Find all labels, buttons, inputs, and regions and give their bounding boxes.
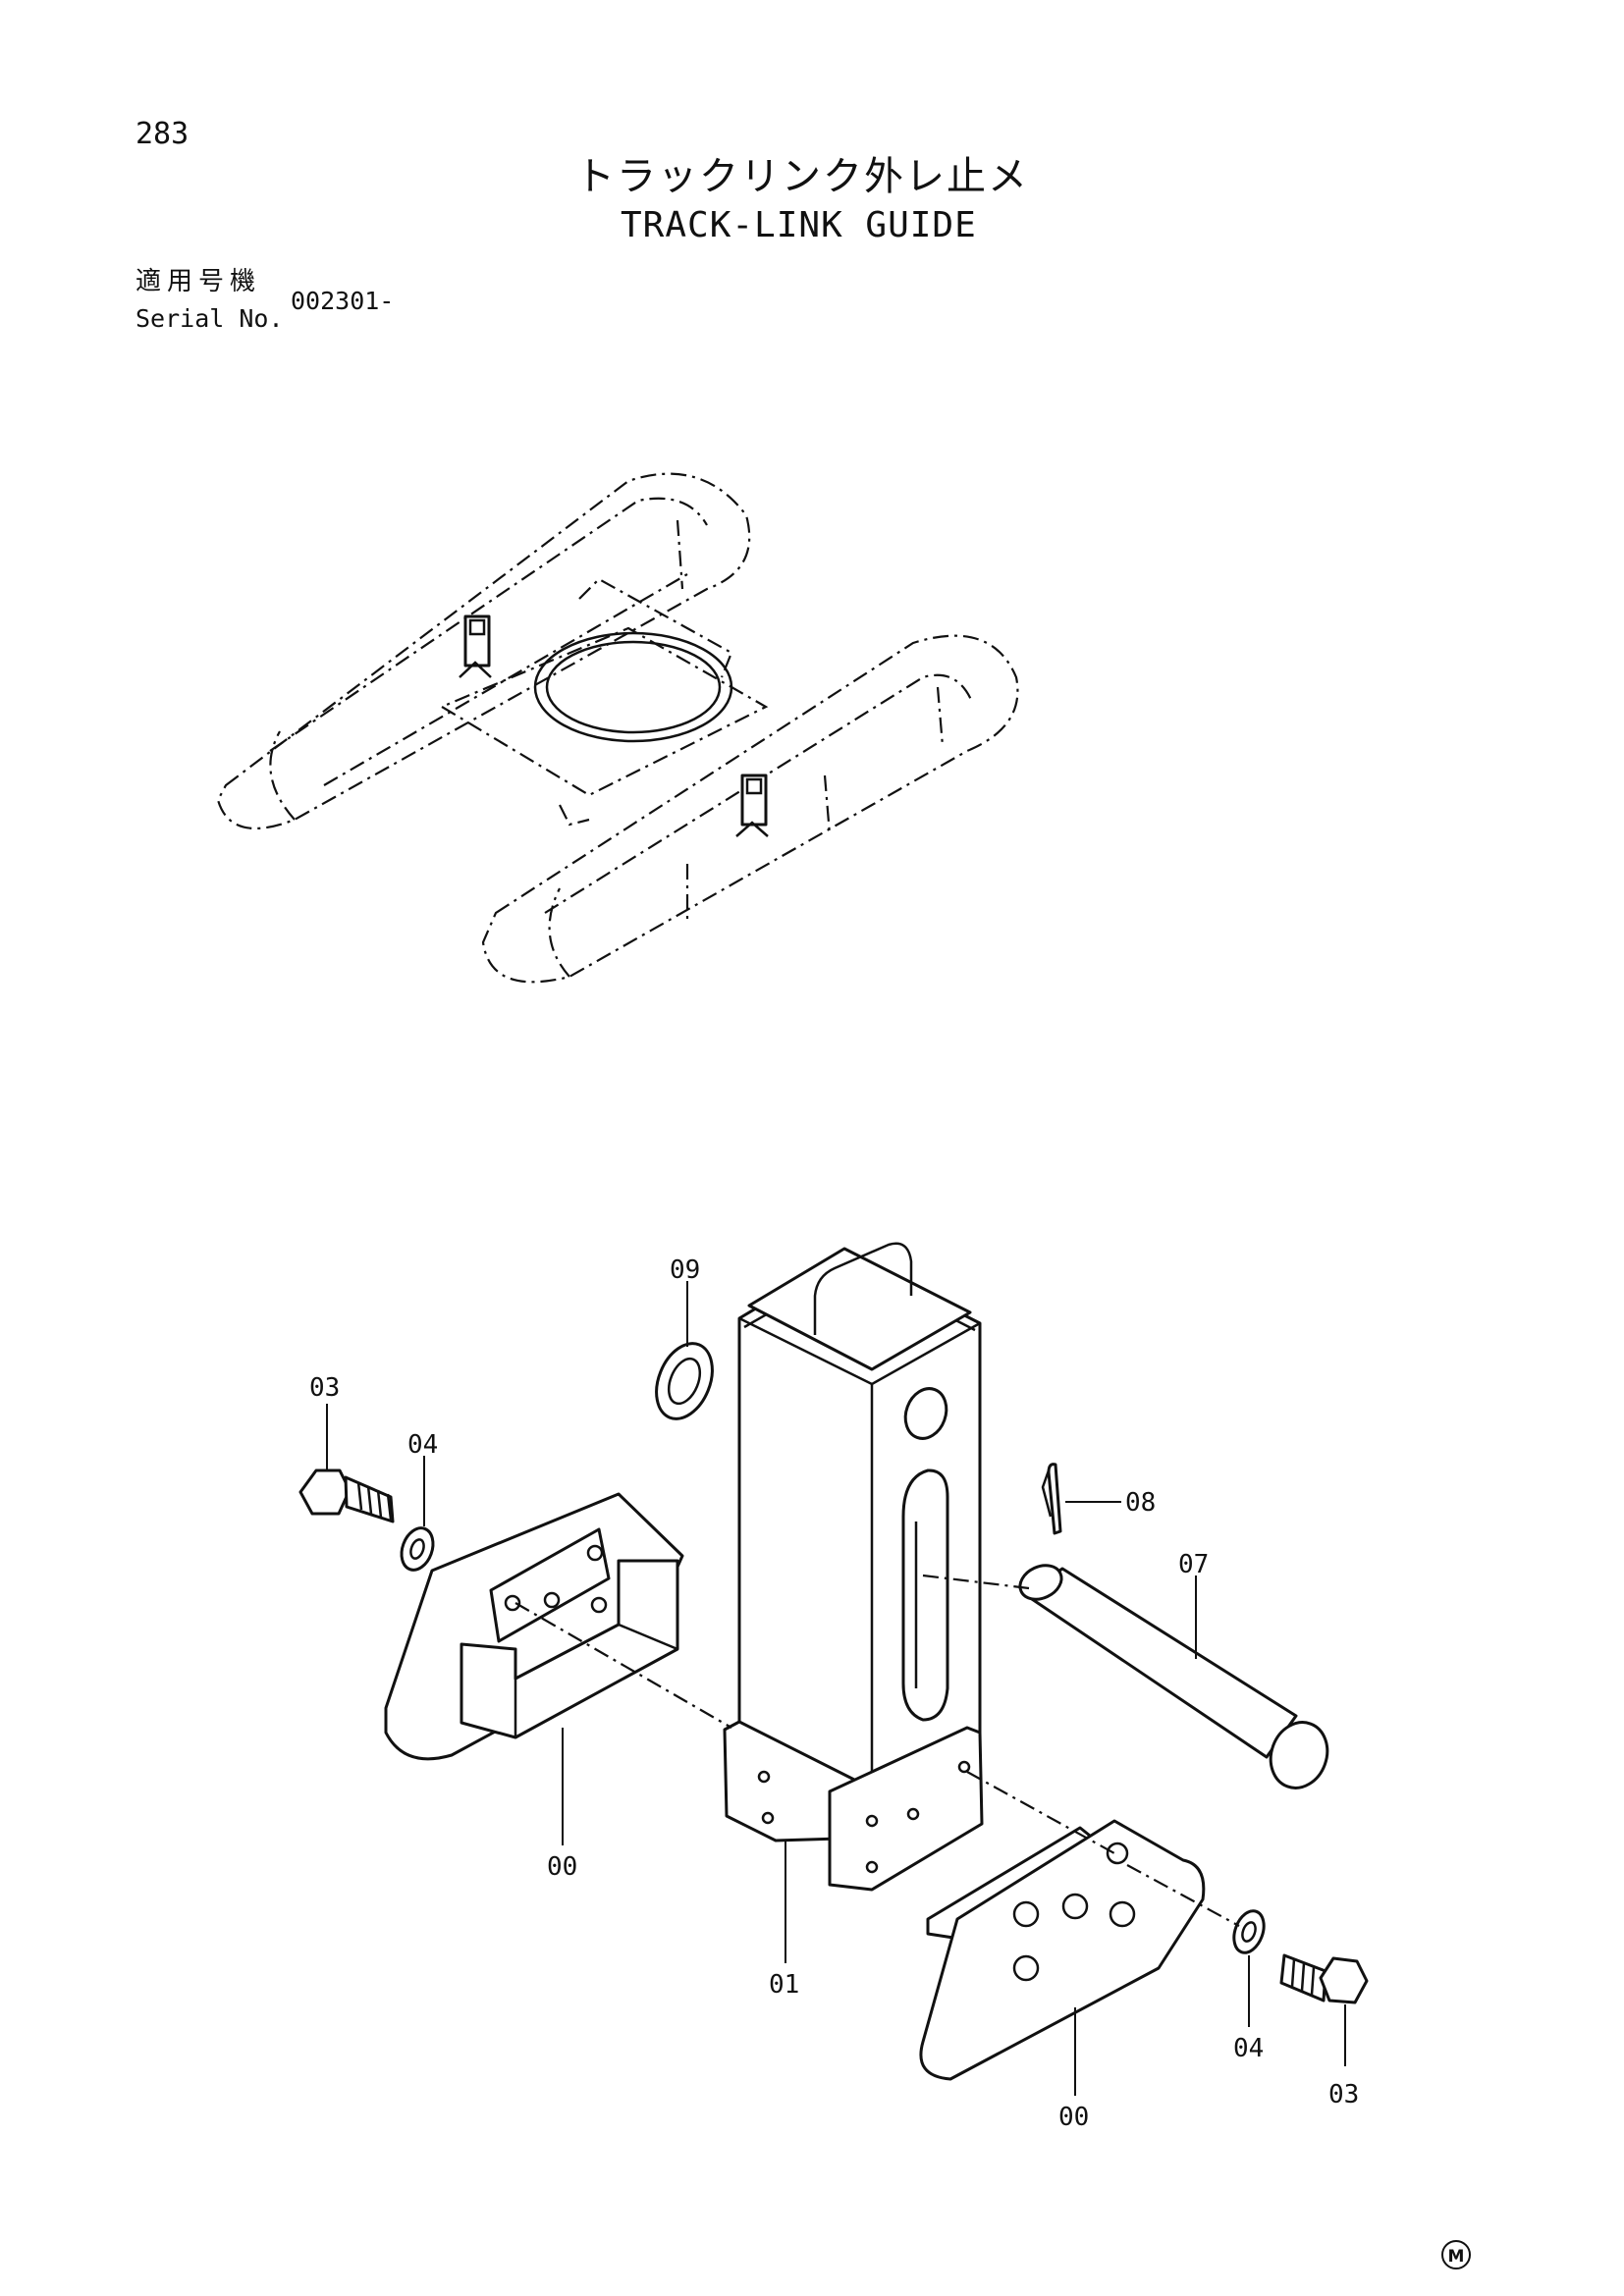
split-pin-part-08: 08 — [1041, 1463, 1156, 1535]
callout-01: 01 — [769, 1970, 799, 2000]
guide-plate-part-00-left: 00 — [384, 1492, 684, 1882]
overview-guide-left — [459, 614, 492, 678]
callout-00-left: 00 — [547, 1852, 577, 1882]
callout-07: 07 — [1178, 1550, 1209, 1579]
callout-03-left: 03 — [309, 1373, 340, 1403]
callout-04-right: 04 — [1233, 2034, 1264, 2063]
center-frame — [439, 577, 769, 827]
washer-part-04-left: 04 — [400, 1430, 438, 1572]
serial-label-japanese: 適用号機 — [135, 267, 262, 296]
callout-03-right: 03 — [1328, 2080, 1359, 2109]
callout-04-left: 04 — [407, 1430, 438, 1460]
assembly-center-lines — [514, 1574, 1240, 1927]
guide-body-part-01: 01 — [723, 1242, 984, 2000]
serial-number-value: 002301- — [291, 287, 395, 315]
washer-part-04-right: 04 — [1232, 1909, 1266, 2063]
manufacturer-mark-icon: M — [1441, 2240, 1471, 2269]
overview-guide-right — [735, 774, 769, 837]
bolt-part-03-right: 03 — [1279, 1953, 1369, 2109]
pin-part-07: 07 — [1018, 1550, 1329, 1789]
right-crawler-track — [481, 634, 1019, 984]
guide-plate-part-00-right: 00 — [919, 1819, 1206, 2132]
bolt-part-03-left: 03 — [298, 1373, 395, 1523]
page-title-japanese: トラックリンク外レ止メ — [575, 154, 1029, 199]
page-number: 283 — [135, 117, 189, 151]
page-title-english: TRACK-LINK GUIDE — [621, 205, 977, 245]
callout-09: 09 — [670, 1255, 700, 1285]
washer-part-09: 09 — [655, 1255, 714, 1420]
callout-08: 08 — [1125, 1488, 1156, 1518]
exploded-view: 09 01 — [298, 1242, 1369, 2132]
serial-label-english: Serial No. — [135, 304, 284, 333]
undercarriage-overview-illustration — [216, 472, 1019, 984]
callout-00-right: 00 — [1058, 2103, 1089, 2132]
left-crawler-track — [216, 472, 751, 830]
